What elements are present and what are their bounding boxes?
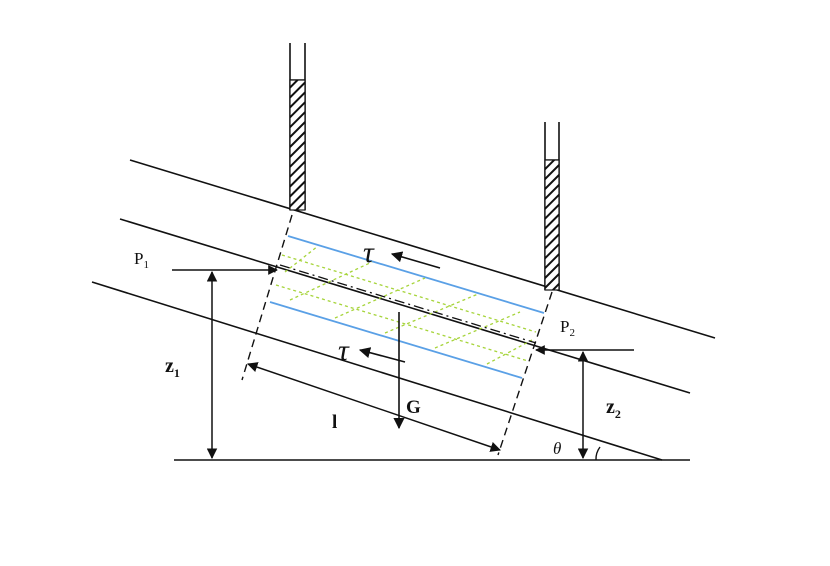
- pipe-centre-line: [119, 218, 691, 394]
- section-2-boundary: [497, 291, 553, 456]
- tau-lower-arrow: [358, 347, 406, 363]
- angle-arc: [595, 446, 601, 461]
- pipe-upper-wall: [129, 159, 716, 339]
- tau-upper-arrow: [390, 251, 441, 269]
- label-tau-lower: τ: [338, 334, 350, 367]
- section-1-boundary: [241, 214, 293, 381]
- label-z1: z1: [165, 355, 180, 380]
- label-z2: z2: [606, 396, 621, 421]
- label-length: l: [332, 412, 337, 433]
- label-p2: P2: [560, 317, 575, 339]
- label-weight: G: [406, 397, 421, 418]
- streamline-upper: [287, 235, 545, 314]
- piezometer-tube-2: [544, 122, 560, 291]
- label-angle: θ: [553, 439, 561, 458]
- streamline-lower: [269, 301, 523, 379]
- label-p1: P1: [134, 249, 149, 271]
- fluid-element-hatching: [275, 245, 537, 365]
- length-arrow: [247, 362, 501, 452]
- axis-line: [279, 264, 537, 344]
- label-tau-upper: τ: [363, 236, 375, 269]
- piezometer-tube-1: [289, 43, 306, 211]
